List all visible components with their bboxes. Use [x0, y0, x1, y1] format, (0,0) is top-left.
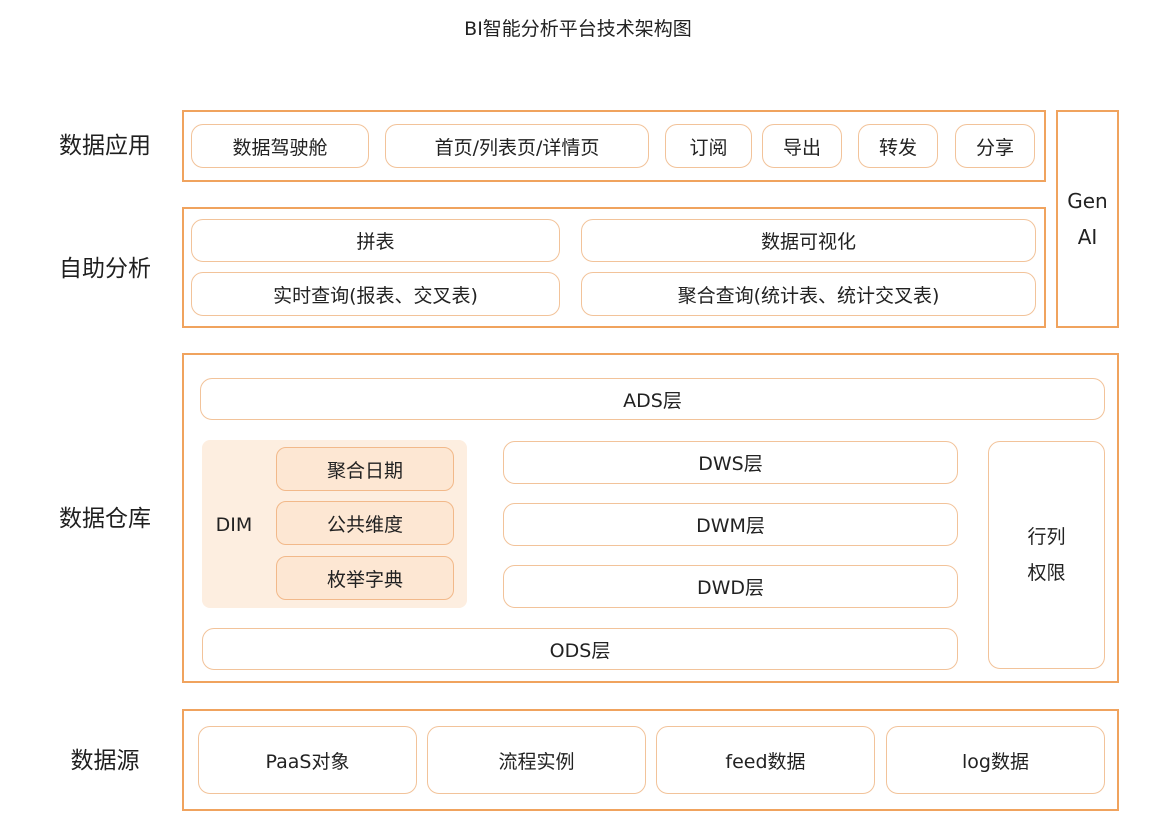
permission-line1: 行列 [1027, 526, 1066, 548]
permission-line2: 权限 [1027, 562, 1066, 584]
app-item-forward: 转发 [858, 124, 938, 168]
row-label-app: 数据应用 [59, 133, 151, 159]
dim-label: DIM [215, 514, 253, 536]
dim-item-agg-date: 聚合日期 [276, 447, 454, 491]
analysis-item-realtime-query: 实时查询(报表、交叉表) [191, 272, 560, 316]
ods-layer-box: ODS层 [202, 628, 958, 670]
analysis-item-visualization: 数据可视化 [581, 219, 1036, 262]
page-title: BI智能分析平台技术架构图 [464, 18, 692, 40]
app-item-share: 分享 [955, 124, 1035, 168]
dwm-layer-box: DWM层 [503, 503, 958, 546]
row-label-analysis: 自助分析 [59, 256, 151, 282]
analysis-item-join: 拼表 [191, 219, 560, 262]
dwd-layer-box: DWD层 [503, 565, 958, 608]
genai-line2: AI [1077, 225, 1098, 249]
dim-item-common-dimension: 公共维度 [276, 501, 454, 545]
genai-line1: Gen [1067, 189, 1108, 213]
app-item-subscribe: 订阅 [665, 124, 752, 168]
row-column-permission-box: 行列 权限 [988, 441, 1105, 669]
app-item-export: 导出 [762, 124, 842, 168]
app-item-cockpit: 数据驾驶舱 [191, 124, 369, 168]
source-item-paas: PaaS对象 [198, 726, 417, 794]
ads-layer-box: ADS层 [200, 378, 1105, 420]
source-item-feed: feed数据 [656, 726, 875, 794]
dim-item-enum-dictionary: 枚举字典 [276, 556, 454, 600]
app-item-pages: 首页/列表页/详情页 [385, 124, 649, 168]
genai-box: Gen AI [1056, 110, 1119, 328]
analysis-item-aggregate-query: 聚合查询(统计表、统计交叉表) [581, 272, 1036, 316]
source-item-workflow: 流程实例 [427, 726, 646, 794]
dws-layer-box: DWS层 [503, 441, 958, 484]
source-item-log: log数据 [886, 726, 1105, 794]
row-label-warehouse: 数据仓库 [59, 506, 151, 532]
row-label-source: 数据源 [70, 748, 140, 774]
